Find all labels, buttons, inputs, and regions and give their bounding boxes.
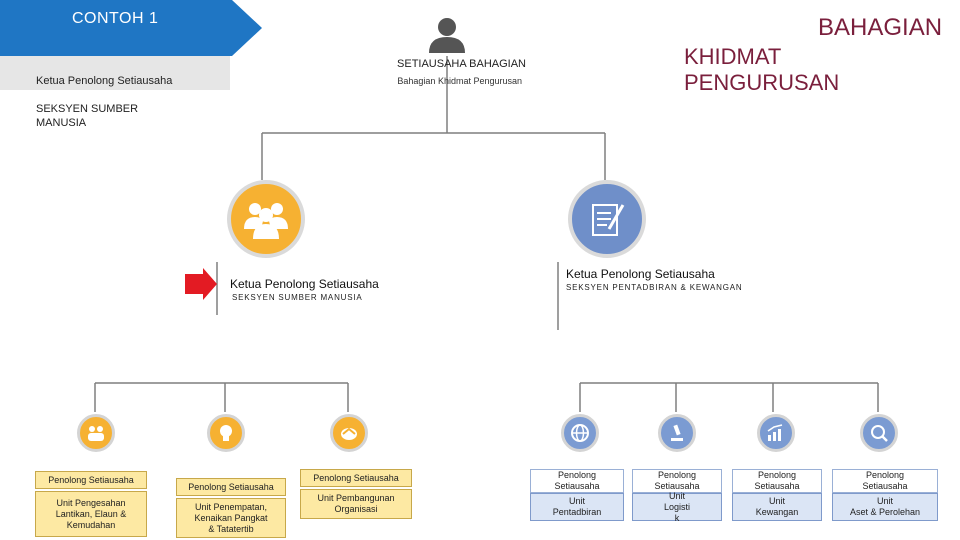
unit-role-box: Penolong Setiausaha xyxy=(832,469,938,493)
unit-role-box: Penolong Setiausaha xyxy=(732,469,822,493)
unit-name-box: Unit Penempatan, Kenaikan Pangkat & Tata… xyxy=(176,498,286,538)
banner-shape xyxy=(0,0,262,56)
top-title: SETIAUSAHA BAHAGIAN xyxy=(397,58,526,70)
unit-name-box: Unit Pengesahan Lantikan, Elaun & Kemuda… xyxy=(35,491,147,537)
group-icon xyxy=(244,203,288,239)
current-position-box xyxy=(0,56,230,90)
unit-name-box: Unit Aset & Perolehan xyxy=(832,493,938,521)
edit-document-icon xyxy=(592,204,625,236)
team-icon xyxy=(77,414,115,452)
top-subtitle: Bahagian Khidmat Pengurusan xyxy=(397,76,522,86)
unit-role-box: Penolong Setiausaha xyxy=(35,471,147,489)
current-position-section: SEKSYEN SUMBER MANUSIA xyxy=(36,103,139,129)
globe-icon xyxy=(561,414,599,452)
unit-name-box: Unit Kewangan xyxy=(732,493,822,521)
unit-name-box: Unit Pembangunan Organisasi xyxy=(300,489,412,519)
right-branch-subtitle: SEKSYEN PENTADBIRAN & KEWANGAN xyxy=(566,283,743,292)
right-branch-title: Ketua Penolong Setiausaha xyxy=(566,267,715,281)
chart-icon xyxy=(757,414,795,452)
microscope-icon xyxy=(658,414,696,452)
unit-name-box: Unit Logisti k xyxy=(632,491,722,523)
idea-icon xyxy=(207,414,245,452)
document-circle-icon xyxy=(568,180,646,258)
growth-icon xyxy=(330,414,368,452)
search-people-icon xyxy=(860,414,898,452)
unit-role-box: Penolong Setiausaha xyxy=(176,478,286,496)
current-position-text: Ketua Penolong Setiausaha SEKSYEN SUMBER… xyxy=(36,60,172,144)
heading-line1: BAHAGIAN xyxy=(818,14,943,41)
unit-name-box: Unit Pentadbiran xyxy=(530,493,624,521)
person-icon xyxy=(429,18,465,53)
unit-role-box: Penolong Setiausaha xyxy=(300,469,412,487)
banner-label: CONTOH 1 xyxy=(72,10,159,27)
red-arrow-marker xyxy=(185,268,217,300)
unit-role-box: Penolong Setiausaha xyxy=(632,469,722,493)
heading-line2: KHIDMAT PENGURUSAN xyxy=(684,44,840,95)
current-position-title: Ketua Penolong Setiausaha xyxy=(36,75,173,87)
left-branch-title: Ketua Penolong Setiausaha xyxy=(230,277,379,291)
unit-role-box: Penolong Setiausaha xyxy=(530,469,624,493)
left-branch-subtitle: SEKSYEN SUMBER MANUSIA xyxy=(232,293,363,302)
team-circle-icon xyxy=(227,180,305,258)
